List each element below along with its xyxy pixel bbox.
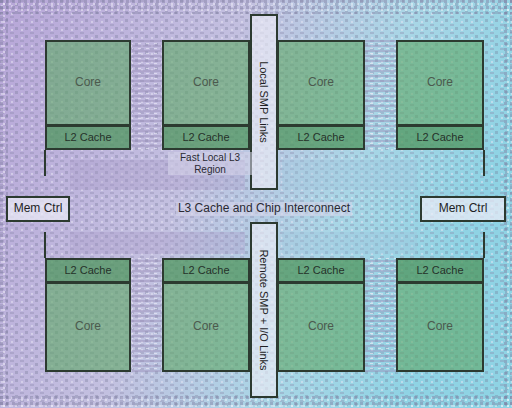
mem-ctrl-box: Mem Ctrl	[420, 196, 506, 222]
core-box: Core	[162, 40, 250, 126]
core-box: Core	[396, 282, 484, 372]
region-label: L3 Cache and Chip Interconnect	[176, 202, 352, 216]
smp-link-box: Local SMP Links	[250, 14, 278, 190]
node-text: L2 Cache	[297, 264, 344, 276]
core-box: Core	[396, 40, 484, 126]
l2-cache-box: L2 Cache	[45, 258, 131, 283]
node-text: Core	[427, 320, 453, 333]
node-text: L2 Cache	[416, 264, 463, 276]
core-box: Core	[277, 282, 365, 372]
l2-cache-box: L2 Cache	[45, 125, 131, 150]
core-box: Core	[45, 282, 131, 372]
l2-cache-box: L2 Cache	[162, 125, 250, 150]
node-text: Core	[75, 320, 101, 333]
l2-cache-box: L2 Cache	[396, 258, 484, 283]
node-text: L2 Cache	[64, 264, 111, 276]
node-text: L2 Cache	[182, 131, 229, 143]
node-text: Core	[427, 76, 453, 89]
smp-link-box: Remote SMP + I/O Links	[250, 222, 278, 398]
node-text: Core	[75, 76, 101, 89]
l2-cache-box: L2 Cache	[396, 125, 484, 150]
node-text: Mem Ctrl	[14, 202, 63, 215]
node-text: L2 Cache	[297, 131, 344, 143]
node-text: Core	[193, 320, 219, 333]
node-text: Remote SMP + I/O Links	[258, 249, 270, 370]
region-label: Fast Local L3 Region	[168, 152, 252, 175]
node-text: Core	[193, 76, 219, 89]
node-text: L2 Cache	[64, 131, 111, 143]
node-text: L2 Cache	[182, 264, 229, 276]
node-text: Local SMP Links	[258, 61, 270, 143]
node-text: Mem Ctrl	[439, 202, 488, 215]
node-text: L2 Cache	[416, 131, 463, 143]
node-text: Core	[308, 76, 334, 89]
core-box: Core	[277, 40, 365, 126]
mem-ctrl-box: Mem Ctrl	[6, 196, 70, 222]
l2-cache-box: L2 Cache	[277, 125, 365, 150]
core-box: Core	[162, 282, 250, 372]
node-text: Core	[308, 320, 334, 333]
core-box: Core	[45, 40, 131, 126]
l2-cache-box: L2 Cache	[277, 258, 365, 283]
l2-cache-box: L2 Cache	[162, 258, 250, 283]
